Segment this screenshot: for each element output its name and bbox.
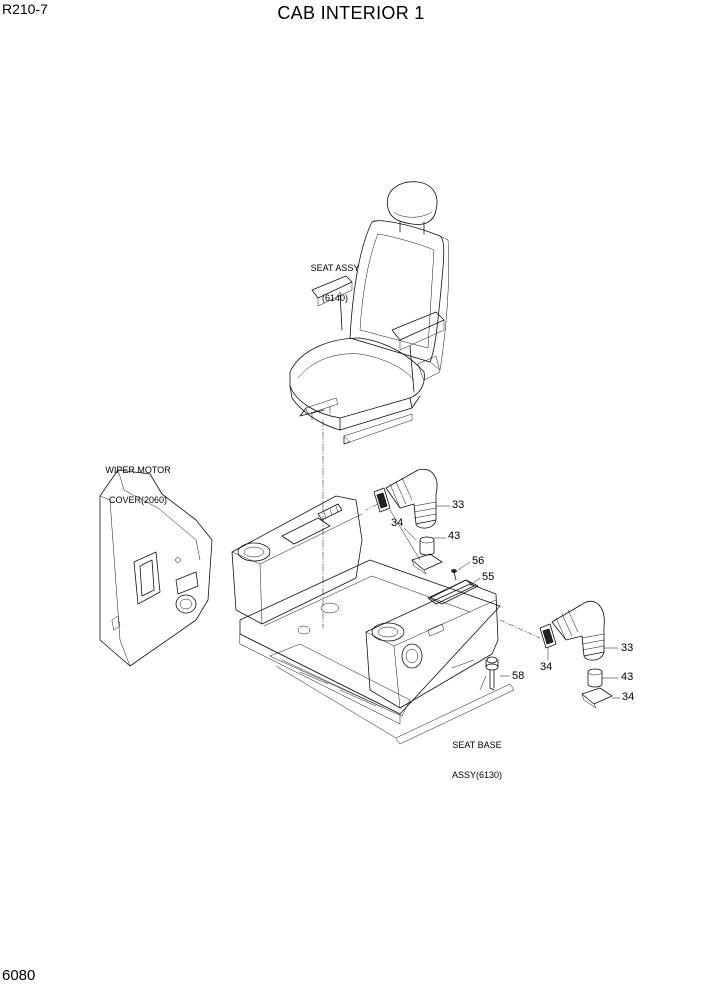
callout-33-right: 33 bbox=[621, 642, 634, 654]
page-title: CAB INTERIOR 1 bbox=[277, 3, 425, 23]
callout-56: 56 bbox=[472, 555, 485, 567]
seat-assy-label-line1: SEAT ASSY bbox=[310, 263, 360, 273]
seat-assy-label-line2: (6140) bbox=[321, 293, 348, 303]
page-number: 6080 bbox=[2, 967, 36, 984]
callout-33-left: 33 bbox=[452, 499, 465, 511]
seat-base-drawing bbox=[231, 495, 515, 745]
callout-58: 58 bbox=[512, 670, 525, 682]
wiper-motor-cover-label-line1: WIPER MOTOR bbox=[105, 465, 171, 475]
callout-34-left: 34 bbox=[391, 517, 404, 529]
seat-assembly-drawing bbox=[289, 181, 449, 445]
callout-34-right-b: 34 bbox=[622, 691, 635, 703]
callout-43-right: 43 bbox=[621, 671, 634, 683]
wiper-motor-cover-drawing bbox=[99, 469, 213, 667]
callout-55: 55 bbox=[482, 571, 495, 583]
seat-base-assy-label-line2: ASSY(6130) bbox=[451, 770, 503, 780]
right-joystick-group bbox=[499, 600, 621, 709]
model-code: R210-7 bbox=[2, 1, 48, 17]
seat-base-assy-label: SEAT BASE ASSY(6130) bbox=[440, 720, 514, 790]
bolt-58-drawing bbox=[485, 656, 511, 691]
left-joystick-group bbox=[365, 468, 481, 605]
seat-assy-label: SEAT ASSY (6140) bbox=[300, 243, 370, 313]
wiper-motor-cover-label: WIPER MOTOR COVER(2060) bbox=[98, 445, 178, 515]
callout-43-left: 43 bbox=[448, 530, 461, 542]
seat-base-assy-label-line1: SEAT BASE bbox=[452, 740, 502, 750]
wiper-motor-cover-label-line2: COVER(2060) bbox=[108, 495, 168, 505]
callout-34-right-a: 34 bbox=[540, 661, 553, 673]
